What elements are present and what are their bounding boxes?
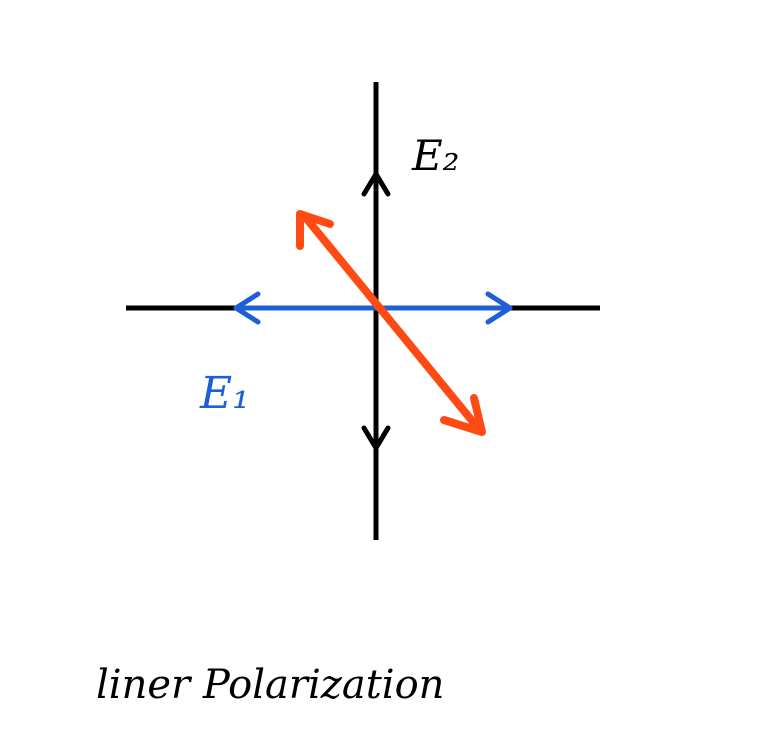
e1-vector — [233, 291, 513, 325]
e1-arrowhead-right — [485, 291, 513, 325]
resultant-arrowhead-upper-left — [296, 210, 334, 250]
e2-label: E₂ — [411, 131, 460, 180]
e2-arrowhead-up — [361, 171, 391, 197]
resultant-arrowhead-lower-right — [440, 394, 486, 436]
resultant-shaft — [302, 214, 482, 432]
resultant-vector — [296, 210, 486, 436]
diagram-caption: liner Polarization — [96, 662, 444, 708]
e1-arrowhead-left — [233, 291, 261, 325]
e2-vector — [361, 171, 391, 451]
e2-arrowhead-down — [361, 425, 391, 451]
e1-label: E₁ — [199, 368, 250, 419]
